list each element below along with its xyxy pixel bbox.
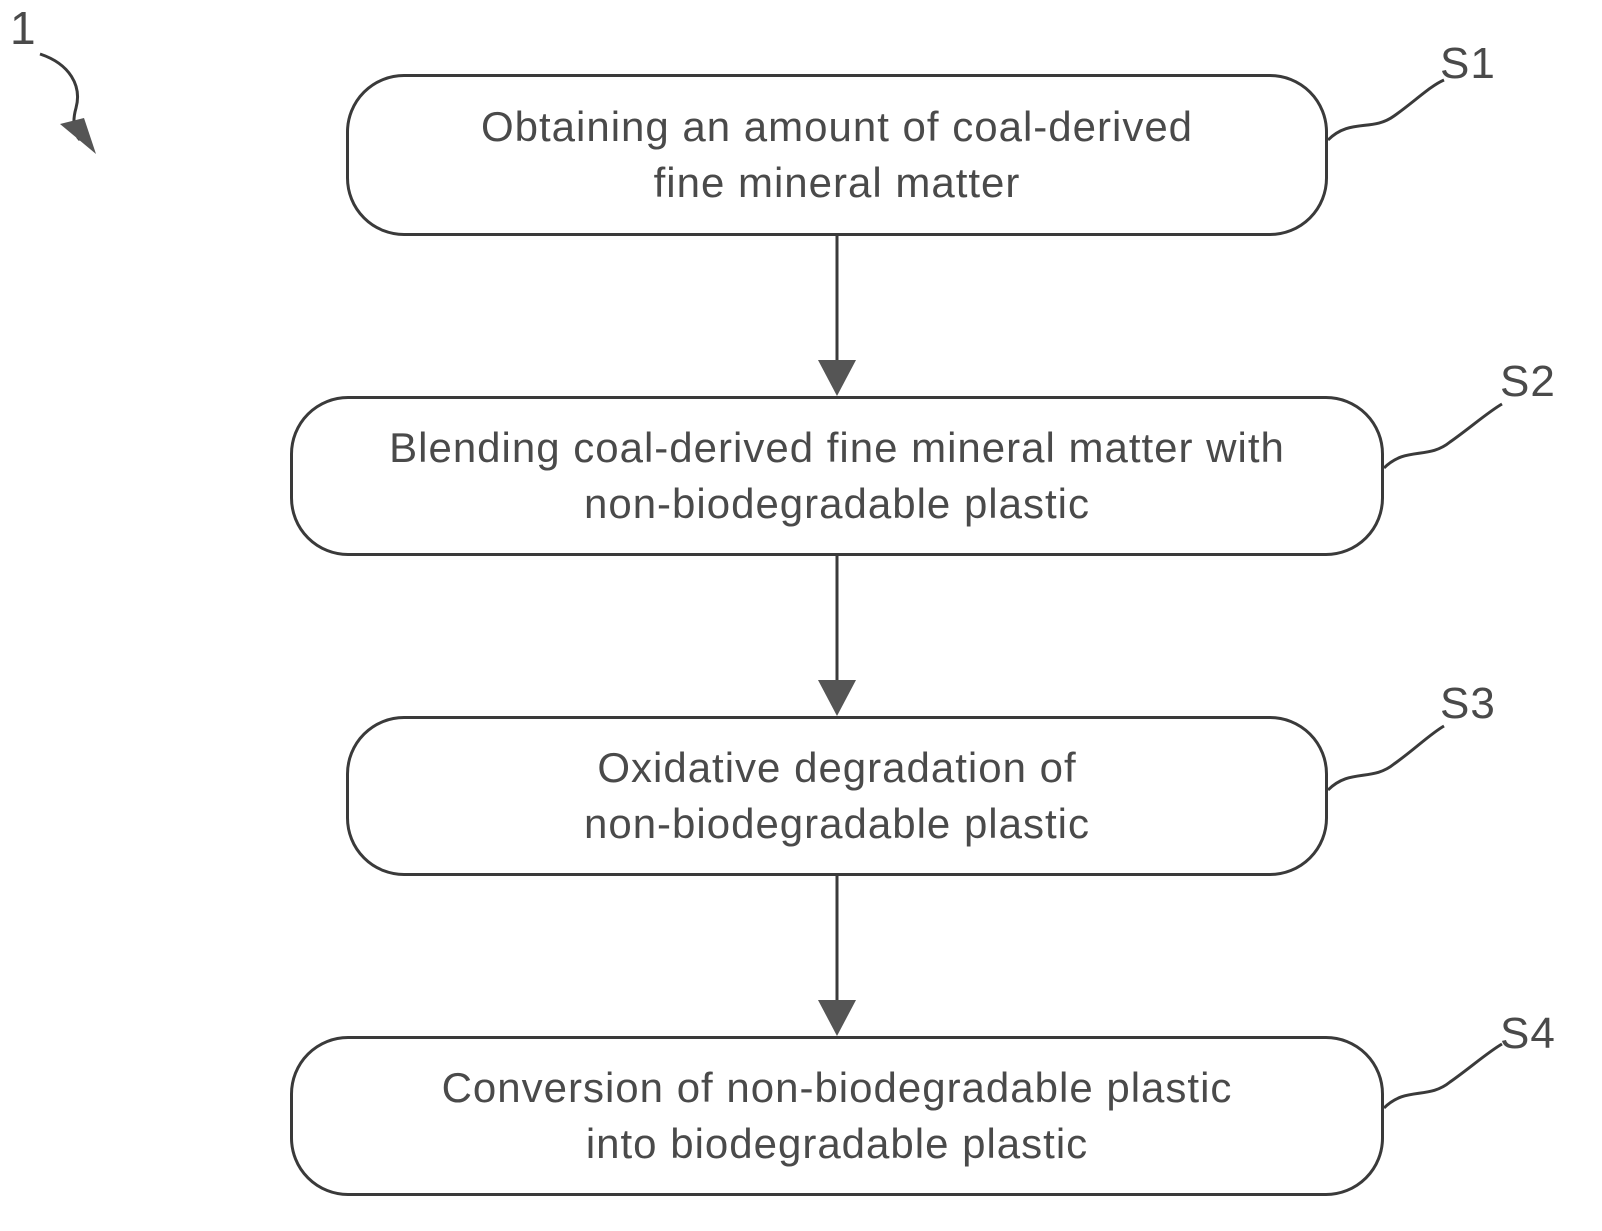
figure-number-label: 1 <box>10 4 37 52</box>
leader-line-s1 <box>1328 80 1444 140</box>
step-s4-line-1: Conversion of non-biodegradable plastic <box>442 1060 1233 1116</box>
step-label-s2: S2 <box>1500 358 1556 406</box>
step-s2-line-2: non-biodegradable plastic <box>584 476 1090 532</box>
leader-line-s2 <box>1384 404 1502 468</box>
step-label-s4: S4 <box>1500 1010 1556 1058</box>
connector-s1-s2 <box>818 236 856 396</box>
step-box-s4: Conversion of non-biodegradable plastic … <box>290 1036 1384 1196</box>
step-s4-line-2: into biodegradable plastic <box>586 1116 1088 1172</box>
step-s3-line-2: non-biodegradable plastic <box>584 796 1090 852</box>
step-box-s3: Oxidative degradation of non-biodegradab… <box>346 716 1328 876</box>
step-s2-line-1: Blending coal-derived fine mineral matte… <box>389 420 1285 476</box>
step-s1-line-1: Obtaining an amount of coal-derived <box>481 99 1193 155</box>
step-s3-line-1: Oxidative degradation of <box>597 740 1076 796</box>
step-s1-line-2: fine mineral matter <box>654 155 1021 211</box>
leader-line-s3 <box>1328 726 1444 790</box>
step-box-s2: Blending coal-derived fine mineral matte… <box>290 396 1384 556</box>
connector-s3-s4 <box>818 876 856 1036</box>
connector-s2-s3 <box>818 556 856 716</box>
leader-line-s4 <box>1384 1044 1502 1108</box>
figure-reference-arrowhead <box>60 118 96 154</box>
step-label-s1: S1 <box>1440 40 1496 88</box>
step-label-s3: S3 <box>1440 680 1496 728</box>
step-box-s1: Obtaining an amount of coal-derived fine… <box>346 74 1328 236</box>
